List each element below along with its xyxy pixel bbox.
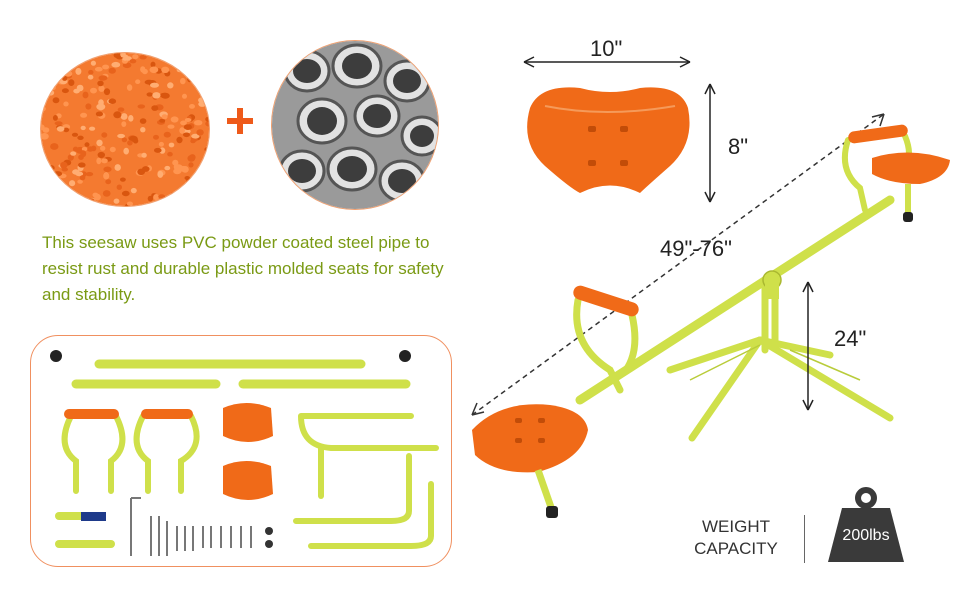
weight-capacity-value: 200lbs <box>842 527 890 544</box>
parts-layout-panel <box>30 335 452 567</box>
weight-icon <box>828 487 904 562</box>
seesaw-illustration <box>471 113 950 518</box>
parts-illustration <box>50 350 439 556</box>
plus-icon <box>227 108 253 134</box>
seat-height-dimension: 8" <box>728 134 749 159</box>
seat-detail-drawing <box>523 56 716 203</box>
product-description: This seesaw uses PVC powder coated steel… <box>42 233 444 304</box>
weight-divider <box>804 515 805 563</box>
weight-label-line1: WEIGHT <box>702 517 770 536</box>
weight-capacity-label: WEIGHT CAPACITY <box>684 516 788 560</box>
seat-width-dimension: 10" <box>590 36 623 61</box>
steel-pipes-image <box>271 40 439 210</box>
length-dimension: 49"-76" <box>660 236 732 261</box>
pvc-pellets-image <box>40 52 210 207</box>
weight-label-line2: CAPACITY <box>694 539 778 558</box>
height-dimension: 24" <box>834 326 867 351</box>
